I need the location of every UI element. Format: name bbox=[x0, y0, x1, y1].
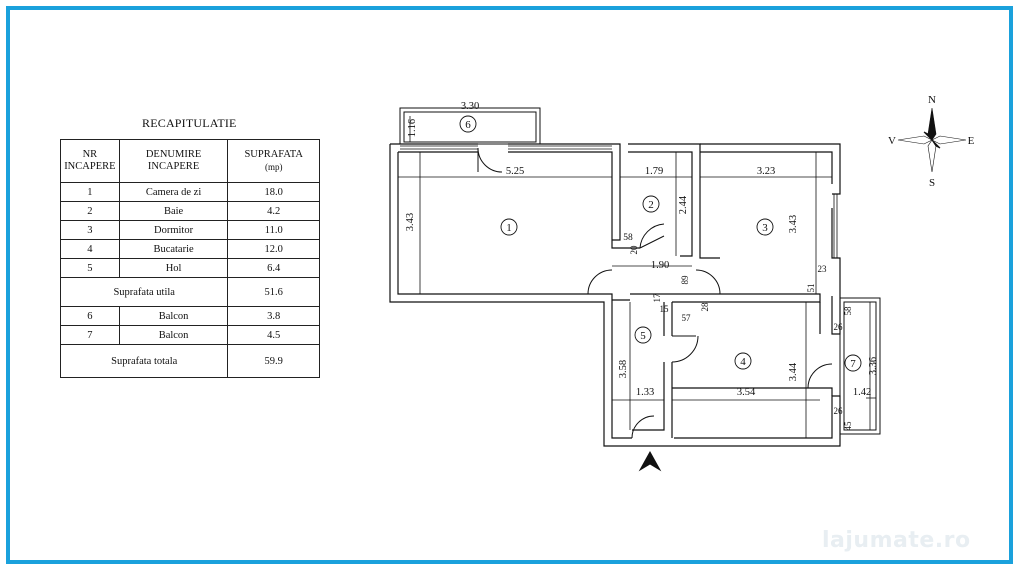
dim-label: 89 bbox=[680, 275, 690, 285]
svg-text:7: 7 bbox=[850, 358, 856, 370]
header-name: DENUMIRE INCAPERE bbox=[118, 139, 229, 183]
room-markers: 6 1 2 3 5 4 7 bbox=[459, 115, 862, 372]
compass-north: N bbox=[928, 94, 936, 106]
room-marker-1: 1 bbox=[500, 218, 518, 236]
recap-title: RECAPITULATIE bbox=[142, 116, 237, 130]
header-area-unit: (mp) bbox=[264, 161, 283, 172]
dim-label: 3.23 bbox=[757, 166, 775, 177]
room-marker-3: 3 bbox=[756, 218, 774, 236]
recap-table: NR INCAPERE DENUMIRE INCAPERE SUPRAFATA … bbox=[59, 139, 320, 378]
room-area: 3.8 bbox=[227, 306, 320, 326]
useful-area-label: Suprafata utila bbox=[59, 277, 229, 307]
room-marker-5: 5 bbox=[634, 326, 652, 344]
dim-label: 1.33 bbox=[636, 387, 654, 398]
table-row: 7 Balcon 4.5 bbox=[60, 325, 320, 345]
dim-label: 3.54 bbox=[737, 387, 756, 398]
header-nr: NR INCAPERE bbox=[60, 139, 120, 183]
table-row: 5 Hol 6.4 bbox=[60, 258, 320, 278]
useful-area-value: 51.6 bbox=[227, 277, 320, 307]
room-marker-4: 4 bbox=[734, 352, 752, 370]
dim-label: 3.30 bbox=[461, 101, 479, 112]
header-area: SUPRAFATA (mp) bbox=[227, 139, 320, 183]
dim-label: 23 bbox=[818, 264, 828, 274]
dim-label: 17 bbox=[652, 293, 662, 303]
dim-label: 5.25 bbox=[506, 166, 524, 177]
svg-text:3: 3 bbox=[762, 222, 768, 234]
windows bbox=[400, 145, 838, 258]
total-area-label: Suprafata totala bbox=[59, 344, 229, 378]
table-row: 1 Camera de zi 18.0 bbox=[60, 182, 320, 202]
dim-label: 3.58 bbox=[618, 360, 629, 378]
dim-label: 1.79 bbox=[645, 166, 663, 177]
dimension-labels: 3.30 1.16 5.25 1.79 3.23 3.43 2.44 3.43 … bbox=[405, 101, 879, 431]
dim-label: 26 bbox=[834, 322, 844, 332]
dim-label: 58 bbox=[623, 233, 633, 243]
total-area-row: Suprafata totala 59.9 bbox=[59, 344, 320, 378]
room-marker-2: 2 bbox=[642, 195, 660, 213]
room-marker-7: 7 bbox=[844, 354, 862, 372]
dimension-lines bbox=[398, 111, 876, 438]
dim-label: 1.16 bbox=[407, 119, 418, 137]
table-row: 4 Bucatarie 12.0 bbox=[60, 239, 320, 259]
dim-label: 3.44 bbox=[788, 362, 799, 381]
svg-text:6: 6 bbox=[465, 119, 471, 131]
compass-east: E bbox=[968, 135, 975, 147]
svg-text:1: 1 bbox=[506, 222, 512, 234]
dim-label: 58 bbox=[843, 306, 853, 316]
dim-label: 45 bbox=[843, 421, 853, 431]
doors bbox=[477, 147, 833, 439]
table-row: 2 Baie 4.2 bbox=[60, 201, 320, 221]
recap-header-row: NR INCAPERE DENUMIRE INCAPERE SUPRAFATA … bbox=[60, 139, 320, 183]
room-marker-6: 6 bbox=[459, 115, 477, 133]
dim-label: 57 bbox=[682, 313, 692, 323]
svg-text:5: 5 bbox=[640, 330, 646, 342]
total-area-value: 59.9 bbox=[227, 344, 320, 378]
table-row: 6 Balcon 3.8 bbox=[60, 306, 320, 326]
entrance-arrow-icon bbox=[638, 450, 662, 472]
svg-text:2: 2 bbox=[648, 199, 654, 211]
dim-label: 1.42 bbox=[853, 387, 871, 398]
dim-label: 28 bbox=[700, 302, 710, 312]
dim-label: 15 bbox=[660, 304, 670, 314]
header-name-line1: DENUMIRE bbox=[145, 149, 202, 160]
balcony-7 bbox=[839, 297, 881, 435]
header-area-line1: SUPRAFATA bbox=[244, 148, 303, 160]
dim-label: 1.90 bbox=[651, 260, 669, 271]
outer-walls bbox=[389, 143, 841, 447]
table-row: 3 Dormitor 11.0 bbox=[60, 220, 320, 240]
dim-label: 3.36 bbox=[868, 357, 879, 375]
svg-text:4: 4 bbox=[740, 356, 746, 368]
dim-label: 20 bbox=[629, 245, 639, 255]
useful-area-row: Suprafata utila 51.6 bbox=[59, 277, 320, 307]
dim-label: 3.43 bbox=[405, 213, 416, 231]
compass-rose bbox=[897, 107, 967, 173]
dim-label: 2.44 bbox=[678, 195, 689, 214]
header-name-line2: INCAPERE bbox=[147, 161, 200, 172]
header-nr-line2: INCAPERE bbox=[64, 161, 116, 172]
dim-label: 51 bbox=[806, 284, 816, 293]
dim-label: 26 bbox=[834, 406, 844, 416]
dim-label: 3.43 bbox=[788, 215, 799, 233]
header-nr-line1: NR bbox=[82, 149, 98, 160]
watermark: lajumate.ro bbox=[822, 528, 971, 553]
compass-south: S bbox=[929, 177, 935, 189]
compass-west: V bbox=[888, 135, 896, 147]
